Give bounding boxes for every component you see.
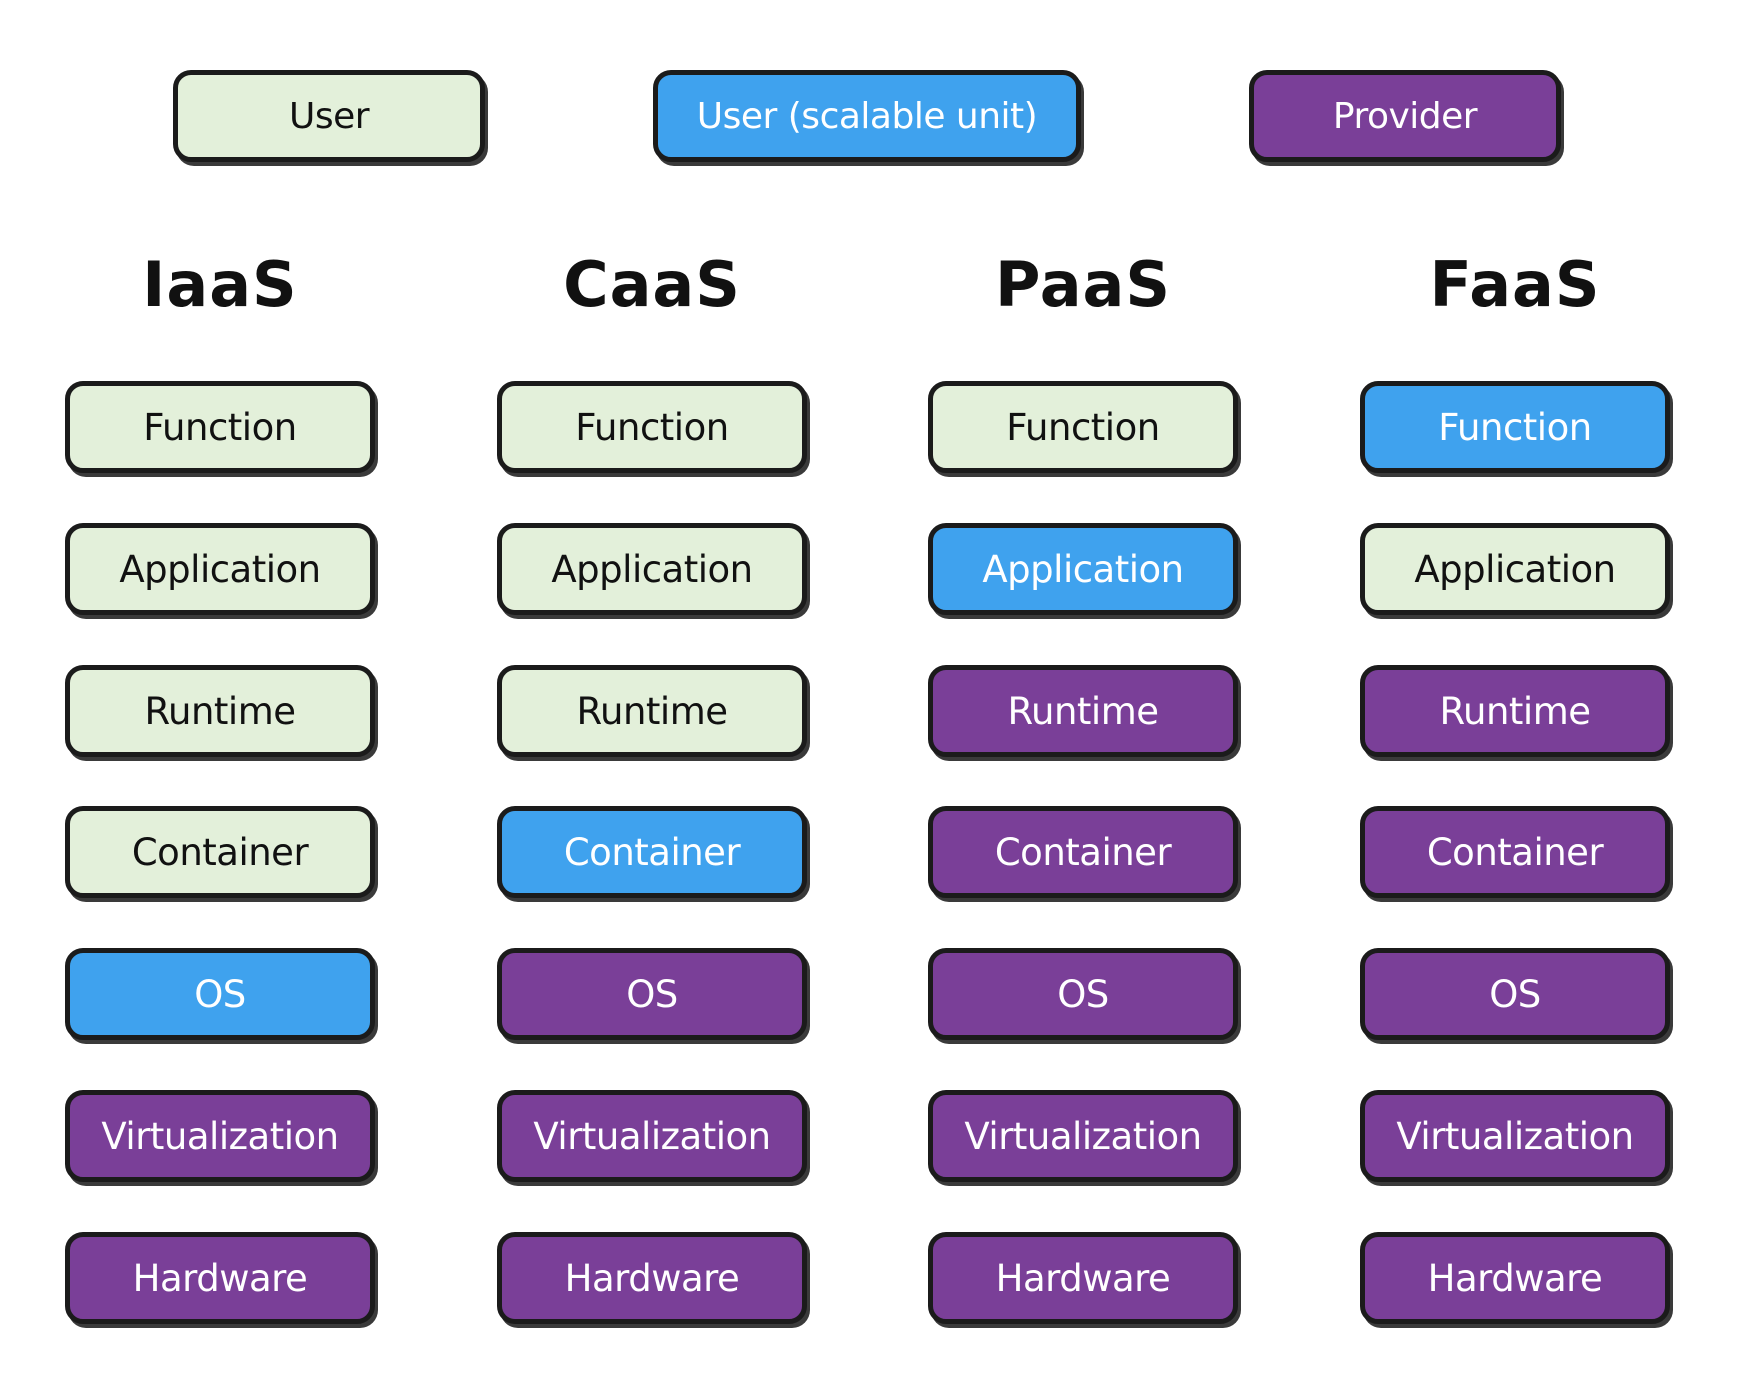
paas-layer-os: OS [928,948,1238,1040]
caas-layer-virtualization: Virtualization [497,1090,807,1182]
column-title-iaas: IaaS [142,248,298,321]
iaas-layer-os: OS [65,948,375,1040]
faas-layer-runtime: Runtime [1360,665,1670,757]
paas-layer-runtime: Runtime [928,665,1238,757]
iaas-layer-application: Application [65,523,375,615]
legend-user: User [173,70,485,162]
caas-layer-application: Application [497,523,807,615]
iaas-layer-runtime: Runtime [65,665,375,757]
iaas-layer-container: Container [65,806,375,898]
caas-layer-function: Function [497,381,807,473]
caas-layer-os: OS [497,948,807,1040]
caas-layer-runtime: Runtime [497,665,807,757]
faas-layer-container: Container [1360,806,1670,898]
column-title-caas: CaaS [563,248,741,321]
paas-layer-application: Application [928,523,1238,615]
legend-user-scalable-unit: User (scalable unit) [653,70,1081,162]
faas-layer-os: OS [1360,948,1670,1040]
iaas-layer-virtualization: Virtualization [65,1090,375,1182]
caas-layer-hardware: Hardware [497,1232,807,1324]
faas-layer-virtualization: Virtualization [1360,1090,1670,1182]
legend-provider: Provider [1249,70,1561,162]
paas-layer-hardware: Hardware [928,1232,1238,1324]
column-title-faas: FaaS [1429,248,1601,321]
paas-layer-function: Function [928,381,1238,473]
column-title-paas: PaaS [994,248,1172,321]
paas-layer-virtualization: Virtualization [928,1090,1238,1182]
faas-layer-application: Application [1360,523,1670,615]
iaas-layer-hardware: Hardware [65,1232,375,1324]
faas-layer-hardware: Hardware [1360,1232,1670,1324]
iaas-layer-function: Function [65,381,375,473]
caas-layer-container: Container [497,806,807,898]
faas-layer-function: Function [1360,381,1670,473]
legend: User User (scalable unit) Provider [0,70,1742,162]
paas-layer-container: Container [928,806,1238,898]
